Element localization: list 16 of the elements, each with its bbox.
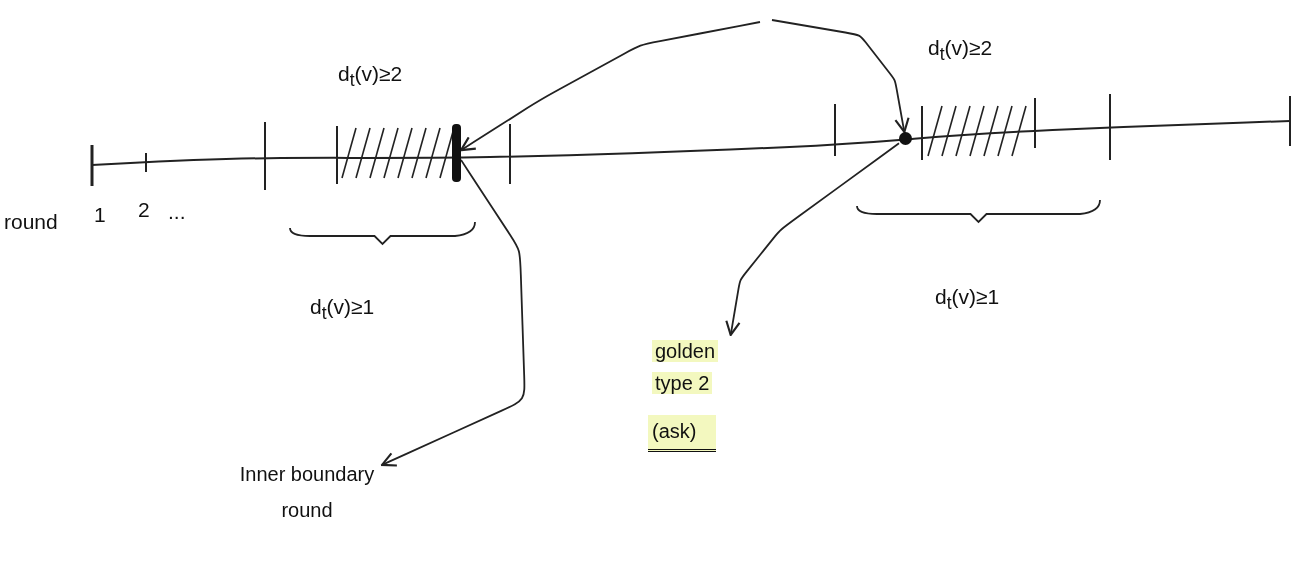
dot-marker	[899, 132, 912, 145]
annotation-text: 2	[138, 198, 150, 222]
thick-tick-mark	[452, 124, 461, 182]
annotation-text: ...	[168, 200, 186, 224]
arrow	[771, 19, 910, 134]
arrow	[459, 21, 761, 152]
underlined-note: (ask)	[648, 415, 716, 452]
annotation-text: d$_{t}$(v)≥1	[935, 285, 1000, 314]
arrow	[725, 142, 900, 337]
annotation-text: round	[4, 210, 58, 234]
annotation-text: d$_{t}$(v)≥2	[338, 62, 403, 91]
arrow	[380, 158, 526, 467]
annotation-text: d$_{t}$(v)≥1	[310, 295, 375, 324]
annotation-text: d$_{t}$(v)≥2	[928, 36, 993, 65]
annotation-text: 1	[94, 203, 106, 227]
note-text: Inner boundary round	[238, 462, 376, 523]
